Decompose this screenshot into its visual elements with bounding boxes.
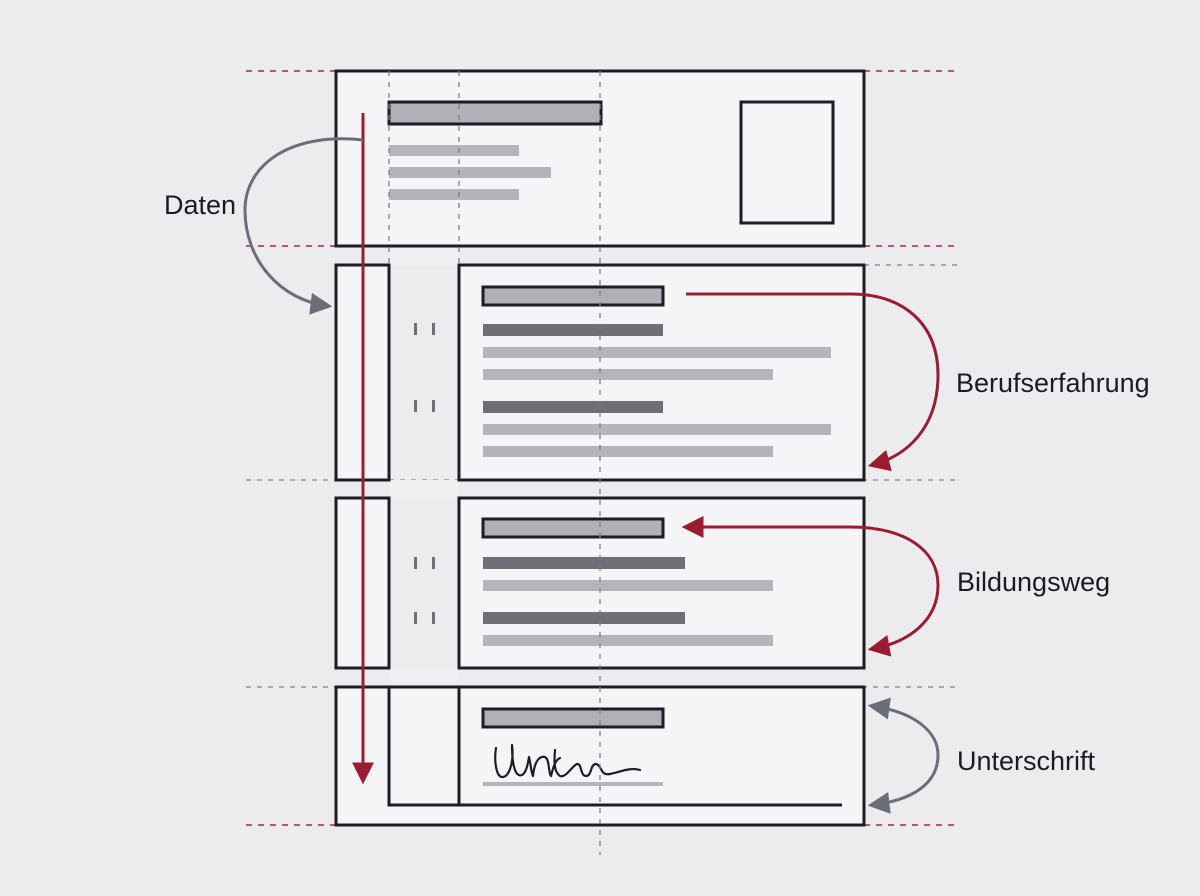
curved-arrow-icon [243, 137, 364, 315]
job-title-bar [483, 324, 663, 336]
contact-line [389, 189, 519, 200]
gap-fill [390, 668, 458, 687]
degree-title-bar [483, 557, 685, 569]
job-text-line [483, 446, 773, 457]
margin-guides [246, 70, 958, 826]
signature-icon [494, 743, 642, 779]
label-unterschrift: Unterschrift [957, 746, 1096, 776]
curved-arrow-icon [867, 697, 940, 814]
education-heading-bar [481, 517, 665, 539]
experience-heading-bar [481, 285, 665, 307]
signature-heading-bar [481, 707, 665, 729]
job-text-line [483, 424, 831, 435]
date-marks [414, 323, 435, 412]
curved-arrow-icon [686, 292, 940, 472]
contact-line [389, 167, 551, 178]
gap-fill [390, 247, 458, 265]
name-heading-bar [387, 100, 603, 126]
column-guides [388, 71, 601, 855]
date-marks [414, 557, 435, 624]
degree-title-bar [483, 612, 685, 624]
job-title-bar [483, 401, 663, 413]
degree-text-line [483, 580, 773, 591]
gap-fill [390, 480, 458, 498]
curved-arrow-icon [681, 516, 940, 657]
job-text-line [483, 347, 831, 358]
label-bildungsweg: Bildungsweg [957, 567, 1110, 597]
degree-text-line [483, 635, 773, 646]
signature-line [483, 782, 663, 786]
job-text-line [483, 369, 773, 380]
label-berufserfahrung: Berufserfahrung [956, 368, 1150, 398]
contact-line [389, 145, 519, 156]
experience-section [334, 263, 866, 482]
label-daten: Daten [164, 190, 236, 220]
photo-placeholder-icon [739, 100, 835, 225]
